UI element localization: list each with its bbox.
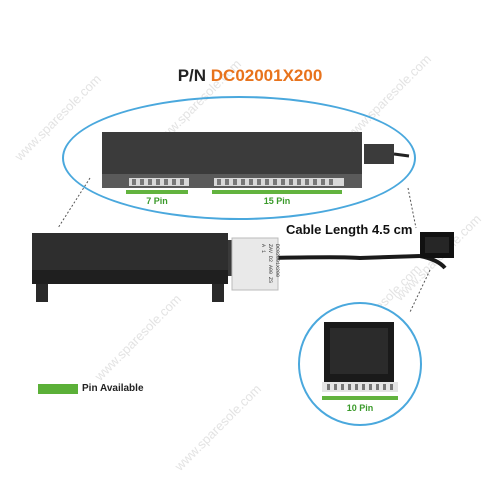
cable-tag-line: ZAV D2 A00 ZS — [267, 244, 273, 284]
legend-swatch — [38, 384, 78, 394]
pin-count-10-label: 10 Pin — [346, 403, 374, 413]
part-number-title: P/N DC02001X200 — [0, 66, 500, 86]
connector-zoom-ellipse — [62, 96, 416, 220]
cable-length-label: Cable Length 4.5 cm — [286, 222, 413, 237]
cable-label-tag — [231, 237, 279, 291]
part-number-prefix: P/N — [177, 66, 207, 85]
small-connector-zoom-circle: 10 Pin — [298, 302, 422, 426]
pin-count-15-label: 15 Pin — [263, 196, 291, 206]
pin-count-7-label: 7 Pin — [146, 196, 168, 206]
cable-tag-text: DC02001X200 ZAV D2 A00 ZS A 1 — [232, 244, 280, 284]
pin-available-bar-10 — [322, 396, 398, 400]
cable-tag-line: A 1 — [260, 244, 266, 254]
pin-available-bar-15 — [212, 190, 342, 194]
hdd-connector-photo — [32, 233, 242, 302]
part-number-value: DC02001X200 — [210, 66, 323, 85]
pin-available-bar-7 — [126, 190, 188, 194]
small-connector-photo — [420, 232, 454, 258]
cable-tag-line: DC02001X200 — [274, 244, 280, 278]
pin-row-15 — [214, 178, 344, 186]
legend-label: Pin Available — [82, 383, 144, 394]
pin-row-7 — [129, 178, 189, 186]
